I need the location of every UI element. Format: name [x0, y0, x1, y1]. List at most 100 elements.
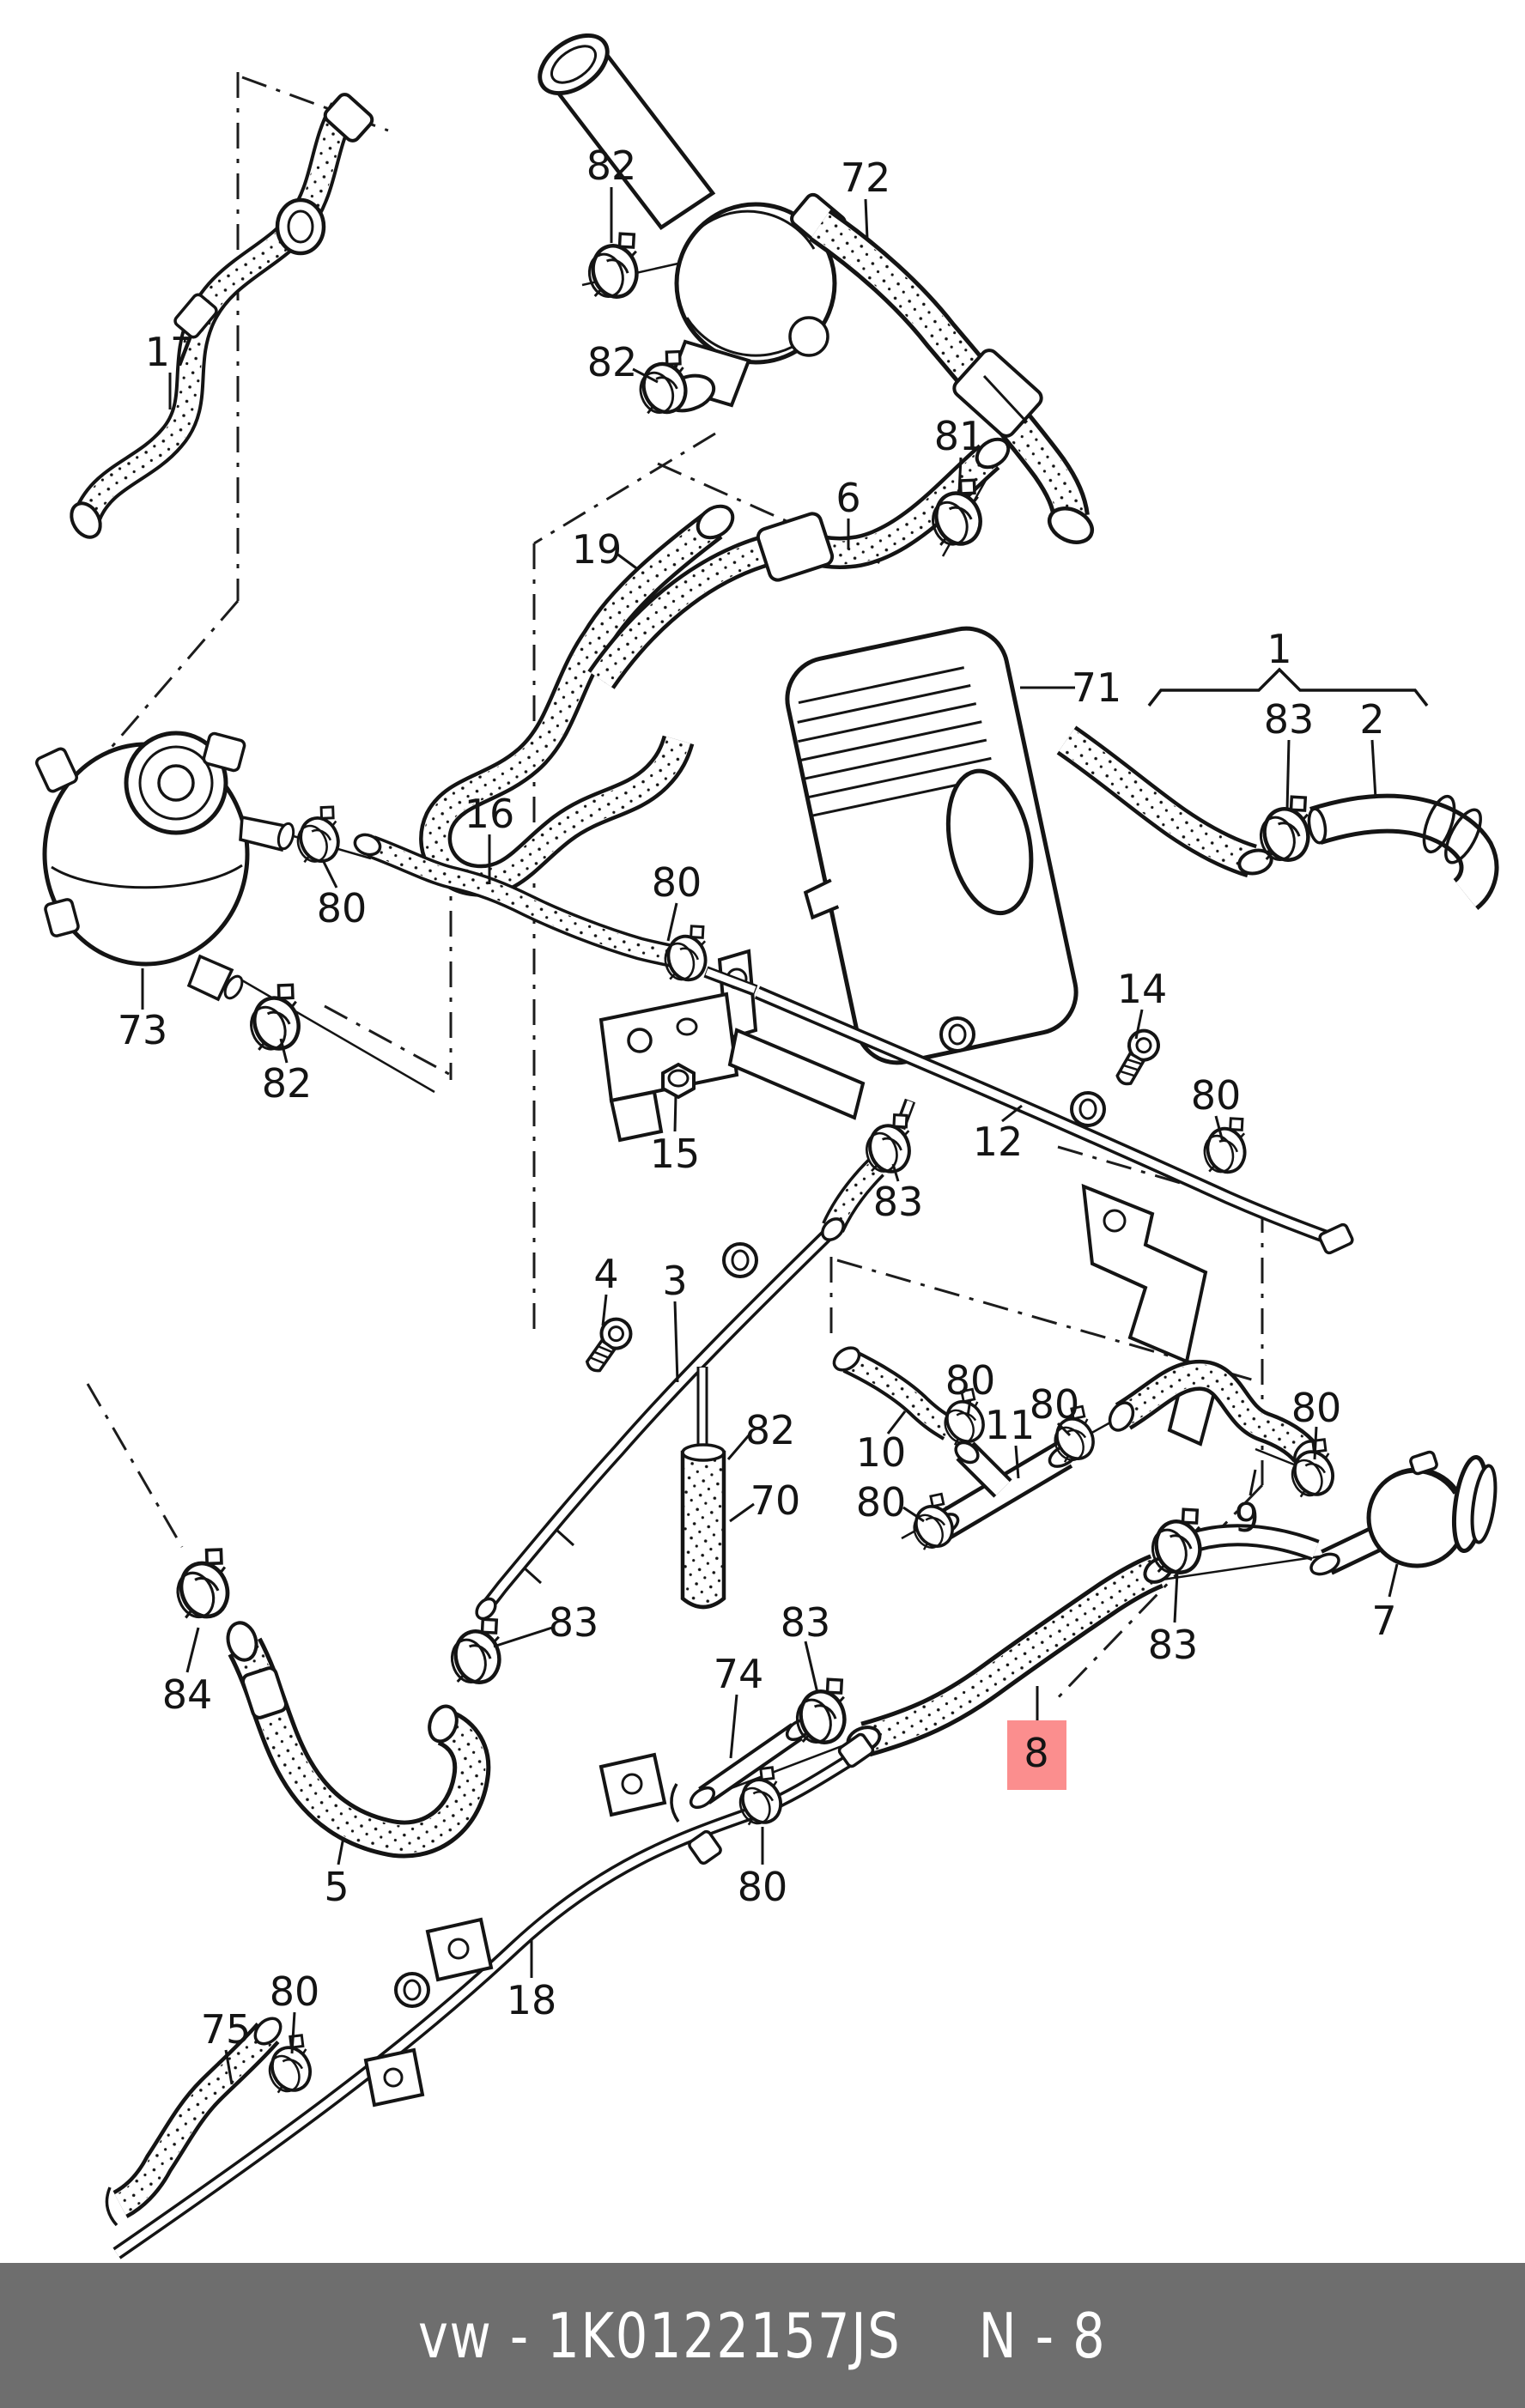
callout-74[interactable]: 74 [714, 1651, 764, 1697]
leader-83d [804, 1641, 819, 1694]
callout-19[interactable]: 19 [572, 526, 623, 573]
hose-19 [435, 504, 735, 881]
callout-80c[interactable]: 80 [1191, 1072, 1242, 1119]
hose-16 [353, 833, 683, 958]
hose-17 [70, 93, 374, 539]
callout-80d[interactable]: 80 [945, 1357, 996, 1404]
callout-6[interactable]: 6 [835, 475, 860, 521]
callout-75[interactable]: 75 [201, 2006, 252, 2053]
leader-5 [337, 1836, 345, 1865]
leader-4 [601, 1294, 608, 1326]
pipe-18 [117, 1732, 875, 2253]
callout-3[interactable]: 3 [662, 1258, 687, 1304]
leader-83b [891, 1163, 900, 1182]
callout-82c[interactable]: 82 [262, 1060, 313, 1107]
callout-83c[interactable]: 83 [549, 1599, 599, 1646]
leader-81 [957, 457, 963, 494]
callout-8[interactable]: 8 [1024, 1730, 1048, 1776]
leader-70 [729, 1502, 755, 1523]
callout-72[interactable]: 72 [841, 155, 891, 201]
callout-7[interactable]: 7 [1371, 1598, 1396, 1644]
pipe-3 [475, 1217, 845, 1621]
footer-text: vw - 1K0122157JS N - 8 [418, 2300, 1106, 2372]
leader-3 [673, 1301, 679, 1383]
aux-pump-7 [1309, 1450, 1498, 1578]
callout-71[interactable]: 71 [1072, 664, 1122, 711]
callout-80b[interactable]: 80 [652, 859, 702, 906]
leader-83e [1173, 1572, 1179, 1623]
callout-84[interactable]: 84 [162, 1671, 213, 1718]
footer-part-number: vw - 1K0122157JS [418, 2299, 902, 2372]
callout-10[interactable]: 10 [856, 1429, 907, 1476]
leader-82d [726, 1434, 750, 1460]
hose-2 [1307, 792, 1488, 895]
callout-80h[interactable]: 80 [738, 1864, 788, 1910]
water-pump-top [538, 33, 847, 413]
callout-11[interactable]: 11 [985, 1402, 1036, 1448]
leader-82b [632, 367, 659, 384]
group-brace-item-1 [1147, 667, 1429, 707]
leader-11 [1014, 1445, 1020, 1479]
callout-12[interactable]: 12 [973, 1119, 1024, 1165]
leader-12 [1001, 1104, 1023, 1123]
callout-83a[interactable]: 83 [1264, 696, 1315, 743]
leader-80i [290, 2011, 296, 2054]
callout-83d[interactable]: 83 [781, 1599, 831, 1646]
leader-15 [673, 1095, 677, 1132]
callout-80f[interactable]: 80 [856, 1479, 907, 1525]
callout-80i[interactable]: 80 [270, 1968, 320, 2015]
bracket-15 [598, 949, 866, 1143]
hose-72 [820, 225, 1095, 544]
callout-14[interactable]: 14 [1117, 966, 1168, 1012]
callout-73[interactable]: 73 [118, 1007, 168, 1053]
leader-80f [902, 1506, 925, 1523]
callout-80e[interactable]: 80 [1030, 1381, 1080, 1428]
callout-83b[interactable]: 83 [873, 1179, 924, 1225]
callout-18[interactable]: 18 [507, 1977, 557, 2023]
screw-4 [577, 1311, 639, 1380]
expansion-tank [35, 731, 295, 1002]
callout-82b[interactable]: 82 [587, 339, 638, 385]
leader-9 [1249, 1469, 1257, 1496]
callout-9[interactable]: 9 [1234, 1495, 1259, 1541]
callout-16[interactable]: 16 [465, 791, 515, 837]
callout-1[interactable]: 1 [1267, 626, 1291, 672]
hose-10 [832, 1346, 950, 1429]
callout-2[interactable]: 2 [1359, 696, 1384, 743]
leader-80e [1056, 1422, 1072, 1437]
oil-cooler [785, 626, 1078, 1065]
highlight-box-8 [1007, 1720, 1066, 1790]
leader-7 [1388, 1563, 1399, 1598]
callout-17[interactable]: 17 [145, 329, 196, 375]
leader-75 [224, 2049, 234, 2085]
leader-2 [1370, 739, 1377, 799]
footer-bar: vw - 1K0122157JS N - 8 [0, 2263, 1525, 2408]
callout-15[interactable]: 15 [650, 1131, 701, 1177]
callout-70[interactable]: 70 [750, 1477, 801, 1524]
leader-80c [1214, 1115, 1224, 1143]
callout-80a[interactable]: 80 [317, 885, 368, 931]
hose-1 [1066, 740, 1273, 876]
leader-80g [1313, 1426, 1318, 1460]
leader-82c [279, 1038, 289, 1064]
hose-6 [601, 437, 1011, 680]
leader-83c [493, 1626, 553, 1648]
pump-inlet-elbow [1195, 1524, 1320, 1562]
callout-83e[interactable]: 83 [1148, 1622, 1199, 1668]
leader-80b [666, 902, 678, 942]
callout-82d[interactable]: 82 [745, 1407, 796, 1453]
callout-82a[interactable]: 82 [586, 143, 637, 189]
callout-81[interactable]: 81 [934, 413, 985, 459]
leader-74 [729, 1694, 738, 1759]
callout-4[interactable]: 4 [593, 1251, 618, 1297]
footer-page-ref: N - 8 [978, 2299, 1107, 2372]
hose-5 [224, 1621, 471, 1840]
callout-5[interactable]: 5 [324, 1864, 349, 1910]
stub-pipe-70 [680, 1367, 726, 1610]
callout-80g[interactable]: 80 [1291, 1385, 1342, 1431]
leader-19 [615, 551, 640, 572]
leader-80d [966, 1398, 972, 1417]
